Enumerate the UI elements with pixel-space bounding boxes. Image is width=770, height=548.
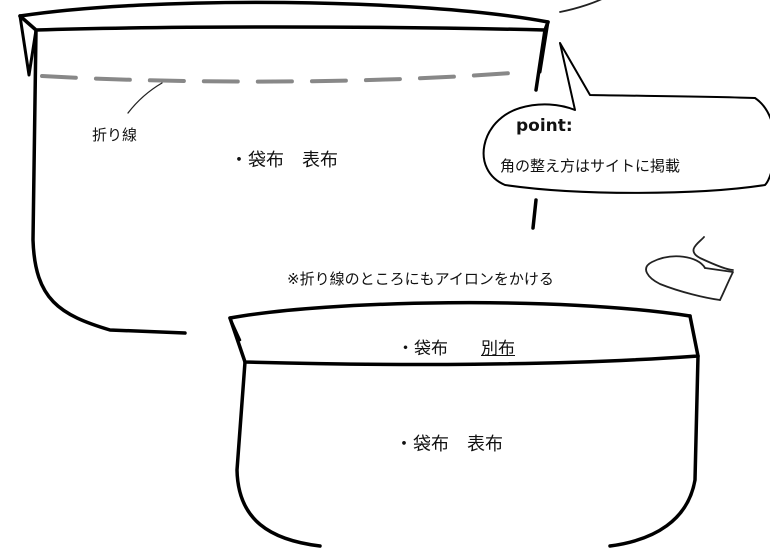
top-bag-fold-corner-right [538,20,550,74]
top-bag-fabric-label: ・袋布 表布 [230,150,338,171]
top-bag-fold-corner-left [18,14,38,77]
bottom-bag-band-label-prefix: ・袋布 [397,339,465,359]
fold-line-dashed [40,70,525,84]
ironing-note: ※折り線のところにもアイロンをかける [287,270,554,288]
bottom-bag-band-fabric-label: 別布 [481,339,515,359]
iron-icon [559,0,734,301]
bottom-bag-band [228,314,700,367]
top-bag-top-edge [18,0,550,24]
bottom-bag-fabric-label: ・袋布 表布 [395,434,503,455]
top-bag-right-side [531,198,538,230]
fold-line-leader [127,82,163,114]
bottom-bag-band-top [228,300,692,320]
top-bag-illustration [18,0,550,335]
bottom-bag-body [235,354,700,548]
speech-bubble [482,42,770,194]
bottom-bag-band-inner-left [228,316,242,342]
fold-line-label: 折り線 [92,126,138,144]
bubble-text: 角の整え方はサイトに掲載 [500,157,681,175]
bubble-title: point: [516,116,573,136]
bottom-bag-illustration [228,300,700,548]
